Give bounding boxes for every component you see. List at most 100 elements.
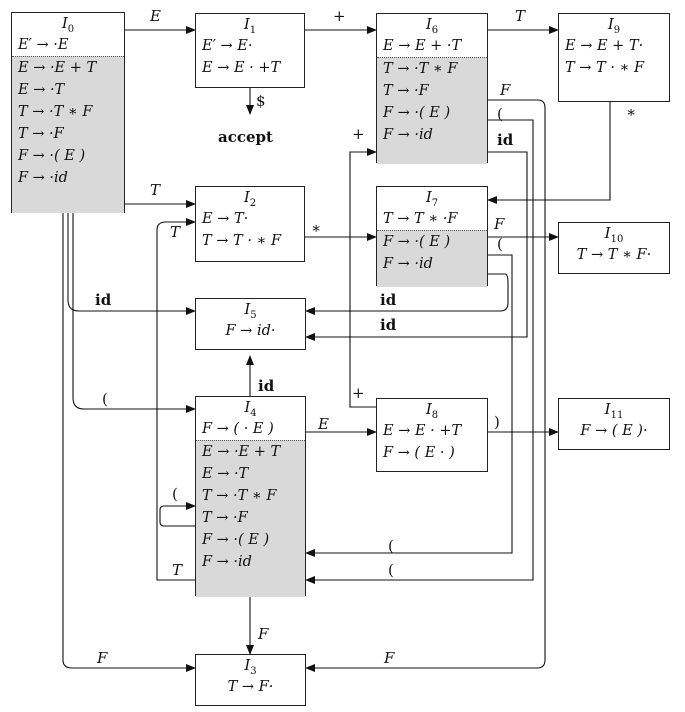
edge-label: F xyxy=(258,625,269,643)
kernel-item: E′ → ·E xyxy=(18,37,69,53)
state-title: I10 xyxy=(604,224,624,245)
state-title: I9 xyxy=(607,15,621,36)
kernel-item: F → ( · E ) xyxy=(202,421,274,437)
state-i4: I4 F → ( · E ) E → ·E + T E → ·T T → ·T … xyxy=(195,396,306,597)
kernel-item: E′ → E· xyxy=(202,38,253,54)
closure-item: T → ·T ∗ F xyxy=(383,61,458,77)
edge-label: E xyxy=(150,7,161,25)
edge-label: ( xyxy=(497,235,503,253)
kernel-item: E → E · +T xyxy=(202,60,281,76)
closure-item: T → ·T ∗ F xyxy=(18,104,93,120)
state-i1: I1 E′ → E· E → E · +T xyxy=(195,13,305,88)
kernel-item: T → T ∗ F· xyxy=(576,247,652,263)
edge-label: F xyxy=(500,81,511,99)
edge-i7-i4 xyxy=(305,254,513,557)
edge-label: id xyxy=(380,316,397,334)
kernel-item: T → T · ∗ F xyxy=(202,233,282,249)
closure-item: F → ·id xyxy=(383,127,433,143)
edge-label: id xyxy=(497,131,514,149)
closure-items: E → ·E + T E → ·T T → ·T ∗ F T → ·F F → … xyxy=(196,440,305,597)
edge-i0-i5 xyxy=(67,213,196,315)
edge-label: T xyxy=(172,561,183,579)
kernel-item: T → F· xyxy=(227,679,274,695)
edge-label: ( xyxy=(497,105,503,123)
kernel-item: F → id· xyxy=(225,323,276,339)
edge-label: F xyxy=(494,215,505,233)
state-title: I5 xyxy=(244,300,257,321)
edge-label: id xyxy=(95,291,112,309)
edge-label: E xyxy=(318,415,329,433)
edge-label: T xyxy=(170,223,181,241)
edge-label: ( xyxy=(172,485,178,503)
closure-items: E → ·E + T E → ·T T → ·T ∗ F T → ·F F → … xyxy=(12,56,124,213)
closure-item: F → ·id xyxy=(202,554,252,570)
state-i7: I7 T → T ∗ ·F F → ·( E ) F → ·id xyxy=(376,186,488,287)
closure-item: E → ·E + T xyxy=(18,60,97,76)
kernel-item: F → ( E )· xyxy=(580,423,648,439)
edge-label: + xyxy=(352,384,365,402)
edge-label: T xyxy=(515,7,526,25)
kernel-item: T → T ∗ ·F xyxy=(383,211,458,227)
edge-label: T xyxy=(150,181,161,199)
state-i8: I8 E → E · +T F → ( E · ) xyxy=(376,398,488,472)
closure-item: F → ·( E ) xyxy=(383,234,451,250)
state-i9: I9 E → E + T· T → T · ∗ F xyxy=(558,13,670,102)
closure-item: F → ·( E ) xyxy=(383,105,451,121)
edge-i4-self xyxy=(159,502,196,527)
edge-i8-i6 xyxy=(349,148,377,408)
kernel-item: E → T· xyxy=(202,211,249,227)
edge-i6-i4 xyxy=(305,119,534,584)
edge-i6-id-i5 xyxy=(305,151,528,341)
kernel-item: E → E + ·T xyxy=(383,38,462,54)
state-title: I7 xyxy=(425,188,439,209)
closure-item: F → ·id xyxy=(18,170,68,186)
state-i11: I11 F → ( E )· xyxy=(558,398,670,450)
state-i0: I0 E′ → ·E E → ·E + T E → ·T T → ·T ∗ F … xyxy=(11,12,125,213)
closure-item: T → ·F xyxy=(202,510,248,526)
edge-i4-i2 xyxy=(156,218,196,581)
state-title: I8 xyxy=(425,400,439,421)
state-i2: I2 E → T· T → T · ∗ F xyxy=(195,186,305,262)
edge-label: F xyxy=(97,649,108,667)
state-i5: I5 F → id· xyxy=(195,298,306,350)
edge-i6-i3 xyxy=(305,99,546,672)
kernel-item: F → ( E · ) xyxy=(383,445,455,461)
edge-label: ) xyxy=(494,413,500,431)
closure-item: T → ·T ∗ F xyxy=(202,488,277,504)
edge-label: ∗ xyxy=(626,103,637,121)
edge-label: $ xyxy=(256,92,266,110)
edge-label: F xyxy=(384,649,395,667)
closure-item: E → ·T xyxy=(18,82,65,98)
closure-item: F → ·( E ) xyxy=(202,532,270,548)
edge-label: ( xyxy=(102,390,108,408)
kernel-item: T → T · ∗ F xyxy=(565,60,645,76)
edge-label: ∗ xyxy=(311,219,322,237)
state-title: I3 xyxy=(244,656,257,677)
closure-item: F → ·id xyxy=(383,256,433,272)
edge-i9-i7 xyxy=(487,102,611,204)
closure-items: F → ·( E ) F → ·id xyxy=(377,230,487,287)
edge-label: id xyxy=(380,291,397,309)
edge-label: + xyxy=(352,125,365,143)
edge-i0-i3 xyxy=(62,213,196,672)
edge-label: id xyxy=(258,377,275,395)
state-title: I4 xyxy=(244,398,257,419)
accept-label: accept xyxy=(218,128,273,146)
closure-item: F → ·( E ) xyxy=(18,148,86,164)
state-i6: I6 E → E + ·T T → ·T ∗ F T → ·F F → ·( E… xyxy=(376,13,488,164)
edge-i7-i5 xyxy=(305,273,509,315)
edge-label: ( xyxy=(388,537,394,555)
closure-item: T → ·F xyxy=(18,126,64,142)
state-i10: I10 T → T ∗ F· xyxy=(558,222,670,274)
state-title: I1 xyxy=(243,15,257,36)
kernel-item: E → E · +T xyxy=(383,423,462,439)
edge-i0-i4 xyxy=(72,213,196,413)
closure-item: E → ·T xyxy=(202,466,249,482)
state-title: I11 xyxy=(604,400,624,421)
state-title: I6 xyxy=(425,15,439,36)
kernel-item: E → E + T· xyxy=(565,38,644,54)
state-title: I2 xyxy=(243,188,257,209)
state-title: I0 xyxy=(61,14,75,35)
